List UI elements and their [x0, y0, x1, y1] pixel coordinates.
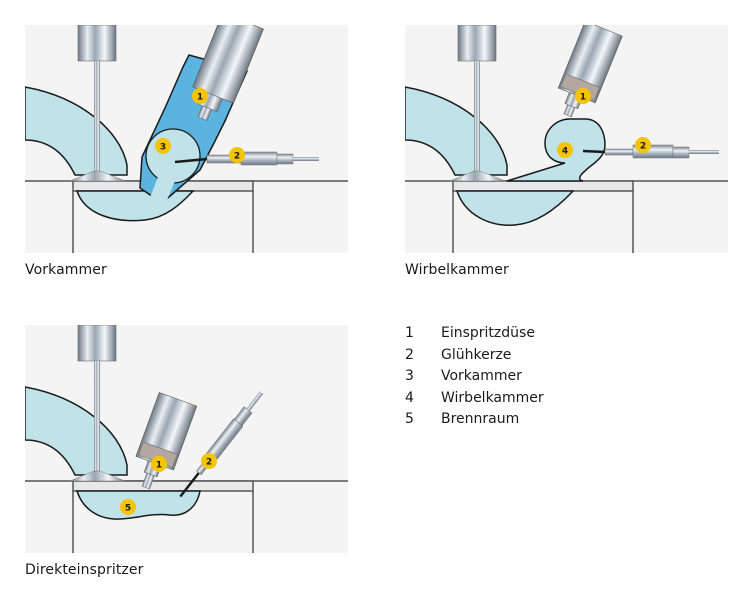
svg-text:5: 5: [125, 504, 131, 514]
legend-label: Vorkammer: [441, 368, 522, 384]
legend-item: 5 Brennraum: [405, 409, 544, 431]
intake-port: [25, 86, 128, 176]
badge-glow-plug: 2: [229, 147, 245, 163]
svg-text:2: 2: [640, 142, 646, 152]
combustion-bowl: [455, 190, 575, 226]
legend-label: Glühkerze: [441, 346, 512, 363]
intake-port: [25, 386, 128, 476]
legend-label: Wirbelkammer: [441, 389, 544, 406]
legend-number: 1: [405, 325, 414, 341]
caption-vorkammer: Vorkammer: [25, 262, 107, 278]
direkteinspritzer-diagram: 1 2 5: [25, 325, 348, 553]
svg-text:1: 1: [580, 93, 586, 103]
badge-prechamber: 3: [155, 138, 171, 154]
valve: [69, 25, 126, 182]
legend: 1 Einspritzdüse 2 Glühkerze 3 Vorkammer …: [405, 323, 544, 431]
vorkammer-diagram: 1 2 3: [25, 25, 348, 253]
badge-combustion-chamber: 5: [120, 499, 136, 515]
injector: [557, 25, 623, 118]
piston-top: [72, 480, 254, 492]
legend-item: 4 Wirbelkammer: [405, 388, 544, 410]
prechamber: [145, 128, 201, 184]
svg-text:1: 1: [197, 93, 203, 103]
valve: [69, 325, 126, 482]
badge-injector: 1: [151, 456, 167, 472]
svg-text:2: 2: [206, 458, 212, 468]
legend-label: Einspritzdüse: [441, 325, 535, 341]
valve: [449, 25, 506, 182]
legend-item: 1 Einspritzdüse: [405, 323, 544, 345]
badge-swirl-chamber: 4: [557, 142, 573, 158]
badge-injector: 1: [192, 88, 208, 104]
combustion-bowl: [75, 190, 195, 222]
legend-label: Brennraum: [441, 411, 520, 427]
legend-item: 3 Vorkammer: [405, 366, 544, 388]
legend-number: 4: [405, 389, 414, 406]
svg-text:4: 4: [562, 147, 568, 157]
swirl-chamber: [506, 118, 606, 182]
combustion-bowl: [75, 490, 201, 520]
badge-injector: 1: [575, 88, 591, 104]
legend-number: 3: [405, 368, 414, 384]
svg-text:1: 1: [156, 461, 162, 471]
intake-port: [405, 86, 508, 176]
piston-top: [452, 180, 634, 192]
legend-number: 2: [405, 346, 414, 363]
svg-text:3: 3: [160, 143, 166, 153]
badge-glow-plug: 2: [201, 453, 217, 469]
injector: [135, 392, 198, 490]
caption-direkteinspritzer: Direkteinspritzer: [25, 562, 144, 578]
wirbelkammer-diagram: 1 2 4: [405, 25, 728, 253]
svg-text:2: 2: [234, 152, 240, 162]
caption-wirbelkammer: Wirbelkammer: [405, 262, 509, 278]
legend-number: 5: [405, 411, 414, 427]
legend-item: 2 Glühkerze: [405, 345, 544, 367]
glow-plug: [174, 151, 319, 166]
badge-glow-plug: 2: [635, 137, 651, 153]
